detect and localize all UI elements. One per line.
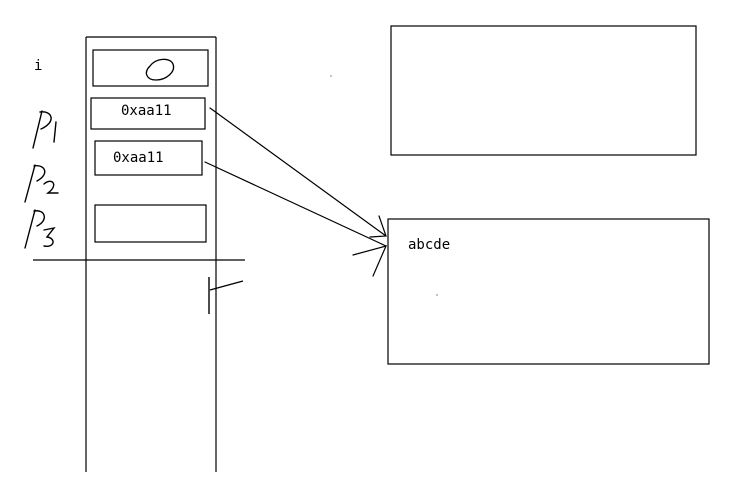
heap-string-value: abcde [408,237,451,253]
heap-block-string [387,218,710,365]
pointer-arrow-p2 [204,161,388,277]
label-p1-handwritten [32,110,57,149]
zero-scribble [145,58,175,81]
stack-pointer-mark [208,277,244,314]
label-p3-handwritten [24,209,56,249]
stack-column [85,36,217,472]
stack-slot-i [92,49,209,87]
stack-slot-p2 [94,140,203,176]
speck [436,294,438,296]
label-i: i [34,58,43,74]
pointer-arrow-p1 [209,107,387,238]
speck [330,75,332,77]
stack-slot-p3 [94,204,207,243]
stack-slot-p1 [90,97,206,130]
label-p2-handwritten [24,164,59,203]
p2-value: 0xaa11 [113,150,164,166]
p1-value: 0xaa11 [121,103,172,119]
heap-block-top [390,25,697,156]
